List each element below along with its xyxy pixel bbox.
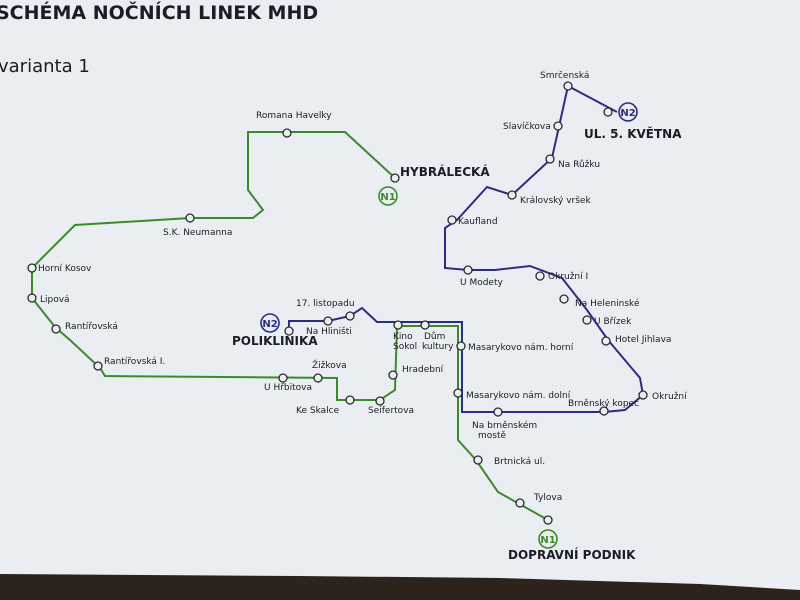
stop-brtnicka[interactable] bbox=[473, 455, 483, 465]
stop-masarykovo-dolni[interactable] bbox=[453, 388, 463, 398]
label-masarykovo-horni: Masarykovo nám. horní bbox=[468, 343, 574, 353]
stop-brnensky-kopec[interactable] bbox=[599, 406, 609, 416]
badge-n2-north-label: N2 bbox=[620, 108, 635, 119]
stop-kaufland[interactable] bbox=[447, 215, 457, 225]
label-seifertova: Seifertova bbox=[368, 406, 414, 416]
stop-rantirovska[interactable] bbox=[51, 324, 61, 334]
label-rantirovska: Rantířovská bbox=[65, 322, 118, 332]
terminal-poliklinika: POLIKLINIKA bbox=[232, 334, 318, 348]
terminal-hybralecka: HYBRÁLECKÁ bbox=[400, 164, 490, 179]
label-u-modety: U Modety bbox=[460, 278, 503, 288]
label-na-hlinisti: Na Hliništi bbox=[306, 326, 352, 337]
label-na-heleninske: Na Heleninské bbox=[575, 298, 640, 309]
label-okruzni: Okružní bbox=[652, 392, 687, 402]
label-kaufland: Kaufland bbox=[458, 217, 498, 227]
terminal-dopravni-podnik: DOPRAVNÍ PODNIK bbox=[508, 547, 636, 562]
label-horni-kosov: Horní Kosov bbox=[38, 264, 92, 274]
label-na-brnenskem-1: Na brněnském bbox=[472, 420, 537, 431]
stop-na-hlinisti[interactable] bbox=[323, 316, 333, 326]
stop-kralovsky-vrsek[interactable] bbox=[507, 190, 517, 200]
stop-ul-5-kvetna[interactable] bbox=[603, 107, 613, 117]
badge-n1-south-label: N1 bbox=[540, 535, 555, 546]
badge-n1-south: N1 bbox=[538, 529, 558, 549]
terminal-ul-5-kvetna: UL. 5. KVĚTNA bbox=[584, 126, 682, 141]
label-dum-kultury-1: Dům bbox=[424, 331, 445, 342]
badge-n2-north: N2 bbox=[618, 102, 638, 122]
stop-smrcenska[interactable] bbox=[563, 81, 573, 91]
label-slavickova: Slavíčkova bbox=[503, 121, 551, 132]
badge-n1-north: N1 bbox=[378, 186, 398, 206]
stop-sk-neumanna[interactable] bbox=[185, 213, 195, 223]
stop-dopravni-podnik[interactable] bbox=[543, 515, 553, 525]
stop-u-brizek[interactable] bbox=[582, 315, 592, 325]
label-17-listopadu: 17. listopadu bbox=[296, 299, 355, 309]
label-dum-kultury-2: kultury bbox=[422, 342, 454, 352]
label-u-hrbitova: U Hřbitova bbox=[264, 383, 312, 393]
stop-tylova[interactable] bbox=[515, 498, 525, 508]
stop-lipova[interactable] bbox=[27, 293, 37, 303]
stop-okruzni-1[interactable] bbox=[535, 271, 545, 281]
label-u-brizek: U Břízek bbox=[594, 317, 632, 327]
badge-n1-north-label: N1 bbox=[380, 192, 395, 203]
label-tylova: Tylova bbox=[533, 493, 562, 503]
stop-zizkova[interactable] bbox=[313, 373, 323, 383]
stop-romana-havelky[interactable] bbox=[282, 128, 292, 138]
variant-label: varianta 1 bbox=[0, 56, 90, 77]
label-okruzni-1: Okružní I bbox=[548, 272, 588, 282]
stop-hradebni[interactable] bbox=[388, 370, 398, 380]
label-kino-sokol-1: Kino bbox=[393, 332, 413, 342]
stop-horni-kosov[interactable] bbox=[27, 263, 37, 273]
label-masarykovo-dolni: Masarykovo nám. dolní bbox=[466, 391, 571, 401]
label-kralovsky-vrsek: Královský vršek bbox=[520, 195, 591, 206]
label-na-ruzku: Na Růžku bbox=[558, 159, 600, 170]
stop-slavickova[interactable] bbox=[553, 121, 563, 131]
stop-rantirovska-1[interactable] bbox=[93, 361, 103, 371]
badge-n2-west: N2 bbox=[260, 313, 280, 333]
label-romana-havelky: Romana Havelky bbox=[256, 111, 332, 121]
label-brtnicka: Brtnická ul. bbox=[494, 457, 545, 467]
label-sk-neumanna: S.K. Neumanna bbox=[163, 228, 232, 238]
line-n1-route-south bbox=[397, 325, 549, 521]
stop-u-modety[interactable] bbox=[463, 265, 473, 275]
label-ke-skalce: Ke Skalce bbox=[296, 406, 340, 416]
label-smrcenska: Smrčenská bbox=[540, 70, 589, 81]
stop-na-heleninske[interactable] bbox=[559, 294, 569, 304]
stop-17-listopadu[interactable] bbox=[345, 311, 355, 321]
label-hradebni: Hradební bbox=[402, 365, 444, 375]
stop-masarykovo-horni[interactable] bbox=[456, 341, 466, 351]
stop-hybralecka[interactable] bbox=[390, 173, 400, 183]
label-zizkova: Žižkova bbox=[312, 359, 347, 371]
stop-dum-kultury[interactable] bbox=[420, 320, 430, 330]
label-brnensky-kopec: Brněnský kopec bbox=[568, 399, 639, 409]
stop-poliklinika[interactable] bbox=[284, 326, 294, 336]
stop-okruzni[interactable] bbox=[638, 390, 648, 400]
stop-kino-sokol[interactable] bbox=[393, 320, 403, 330]
stop-na-ruzku[interactable] bbox=[545, 154, 555, 164]
label-lipova: Lipová bbox=[40, 295, 70, 305]
badge-n2-west-label: N2 bbox=[262, 319, 277, 330]
stop-na-brnenskem-moste[interactable] bbox=[493, 407, 503, 417]
page-title: SCHÉMA NOČNÍCH LINEK MHD bbox=[0, 2, 319, 24]
stop-seifertova[interactable] bbox=[375, 396, 385, 406]
label-hotel-jihlava: Hotel Jihlava bbox=[615, 335, 671, 345]
label-rantirovska-1: Rantířovská I. bbox=[104, 357, 165, 367]
label-na-brnenskem-2: mostě bbox=[478, 431, 506, 441]
stop-ke-skalce[interactable] bbox=[345, 395, 355, 405]
label-kino-sokol-2: Sokol bbox=[393, 342, 417, 352]
stop-u-hrbitova[interactable] bbox=[278, 373, 288, 383]
stop-hotel-jihlava[interactable] bbox=[601, 336, 611, 346]
